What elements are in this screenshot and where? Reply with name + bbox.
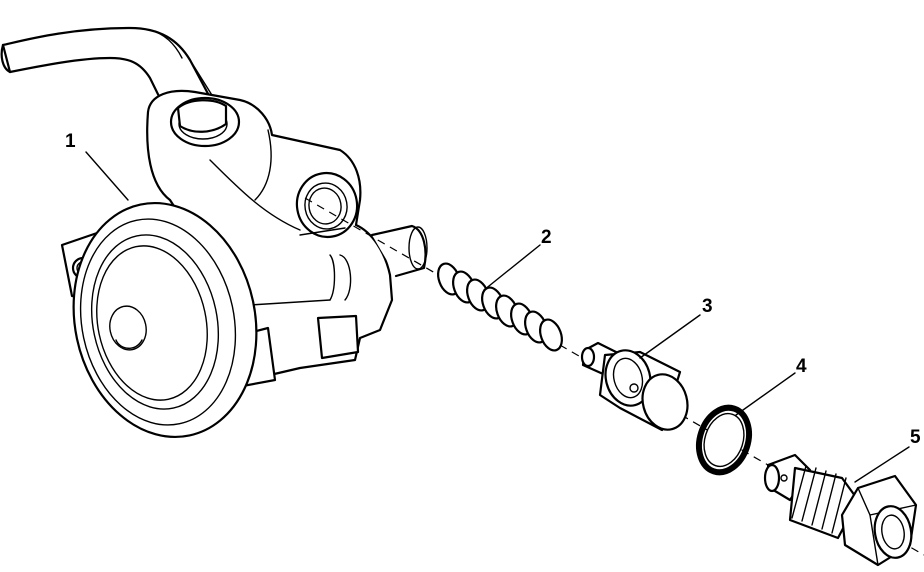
pump-housing xyxy=(0,26,428,439)
mounting-ear-lower xyxy=(316,314,360,360)
callout-5: 5 xyxy=(854,427,921,483)
flow-control-valve xyxy=(580,341,689,432)
callout-number-3: 3 xyxy=(702,296,713,317)
callout-3: 3 xyxy=(639,296,713,359)
callout-number-2: 2 xyxy=(541,227,552,248)
cover-hub xyxy=(109,305,147,351)
outlet-fitting xyxy=(763,453,918,567)
callout-number-1: 1 xyxy=(65,131,76,152)
callout-4: 4 xyxy=(735,356,807,416)
callout-2: 2 xyxy=(483,227,552,291)
relief-valve-spring xyxy=(437,262,563,352)
callout-1: 1 xyxy=(65,131,129,201)
o-ring-seal xyxy=(696,404,752,476)
callout-number-4: 4 xyxy=(796,356,807,377)
callout-number-5: 5 xyxy=(910,427,921,448)
